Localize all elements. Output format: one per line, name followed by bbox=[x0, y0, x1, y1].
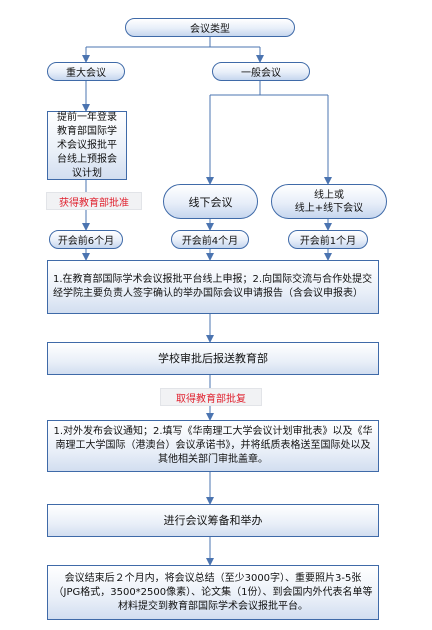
ministry-approval-label: 获得教育部批准 bbox=[46, 192, 142, 210]
school-review-node: 学校审批后报送教育部 bbox=[47, 342, 379, 375]
online-meeting-node: 线上或 线上+线下会议 bbox=[271, 184, 387, 219]
major-preplan-node: 提前一年登录教育部国际学术会议报批平台线上预报会议计划 bbox=[47, 111, 127, 180]
deadline-six-months: 开会前6个月 bbox=[49, 230, 123, 249]
ministry-reply-label: 取得教育部批复 bbox=[160, 388, 262, 406]
meeting-type-node: 会议类型 bbox=[125, 18, 295, 37]
deadline-one-month: 开会前1个月 bbox=[288, 230, 368, 249]
prepare-meeting-node: 进行会议筹备和举办 bbox=[47, 504, 379, 537]
summary-submission-node: 会议结束后２个月内，将会议总结（至少3000字）、重要照片3-5张（JPG格式，… bbox=[47, 565, 379, 620]
major-meeting-node: 重大会议 bbox=[47, 62, 125, 81]
offline-meeting-node: 线下会议 bbox=[163, 184, 258, 219]
online-application-node: 1.在教育部国际学术会议报批平台线上申报；2.向国际交流与合作处提交经学院主要负… bbox=[47, 260, 379, 314]
publish-notice-node: 1.对外发布会议通知；2.填写《华南理工大学会议计划审批表》以及《华南理工大学国… bbox=[47, 420, 379, 472]
general-meeting-node: 一般会议 bbox=[212, 62, 310, 81]
deadline-four-months: 开会前4个月 bbox=[171, 230, 249, 249]
